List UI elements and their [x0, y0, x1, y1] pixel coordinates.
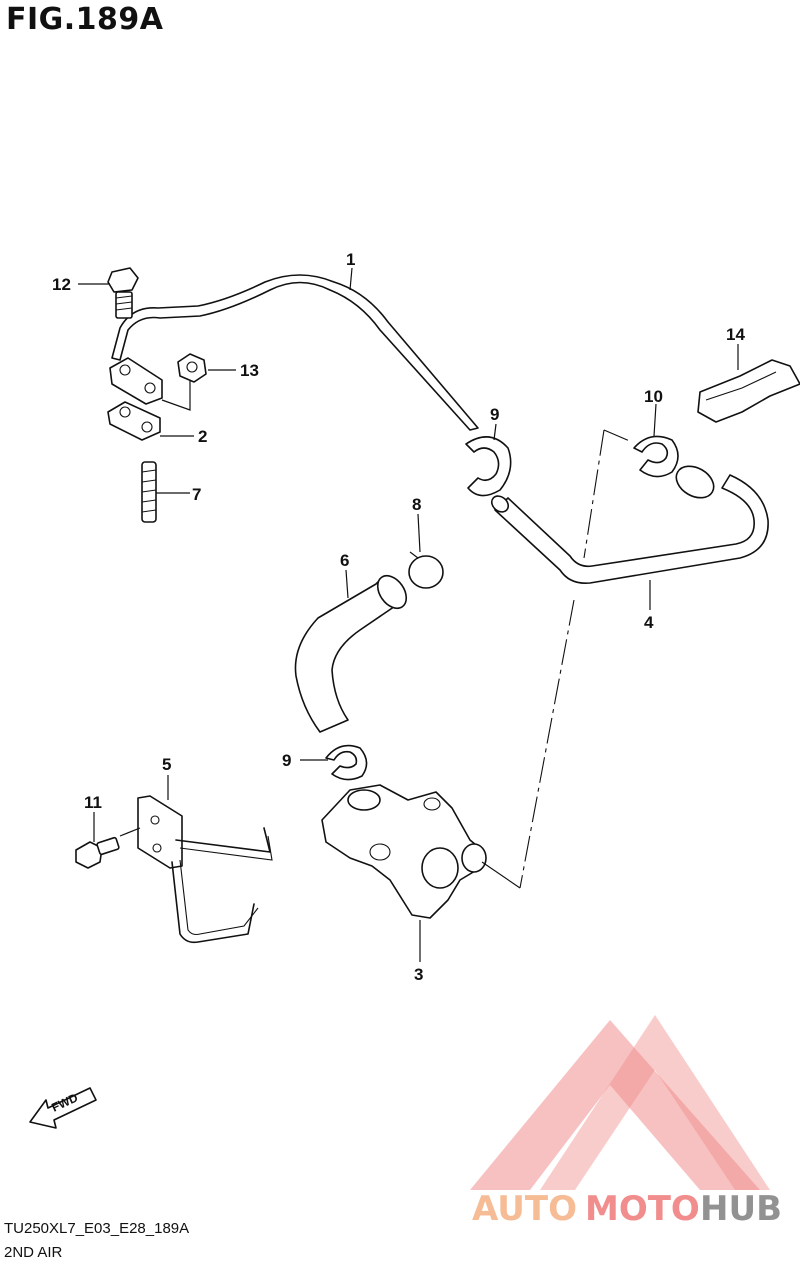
callout-13: 13 — [240, 361, 259, 380]
callout-14: 14 — [726, 325, 745, 344]
part-8-clamp — [408, 551, 444, 589]
callout-9-lower: 9 — [282, 751, 291, 770]
leader-lines — [78, 267, 739, 962]
figure-title: FIG.189A — [6, 2, 164, 37]
part-9-clamp-lower — [325, 744, 368, 781]
part-14-holder — [697, 359, 800, 423]
callout-11: 11 — [84, 793, 102, 812]
part-9-clamp-upper — [465, 436, 512, 497]
watermark-hub: HUB — [700, 1189, 782, 1229]
callout-8: 8 — [412, 495, 421, 514]
watermark-triangle-inner — [540, 1015, 770, 1190]
part-5-bracket — [137, 795, 273, 944]
callout-3: 3 — [414, 965, 423, 984]
part-7-stud — [141, 461, 157, 523]
watermark-auto: AUTO — [472, 1189, 577, 1229]
figure-code: TU250XL7_E03_E28_189A — [4, 1220, 190, 1237]
callout-12: 12 — [52, 275, 71, 294]
callout-5: 5 — [162, 755, 171, 774]
callout-4: 4 — [644, 613, 654, 632]
part-11-bolt — [75, 836, 120, 869]
part-4-hose — [490, 465, 769, 585]
callout-9-upper: 9 — [490, 405, 499, 424]
part-6-hose — [294, 574, 408, 733]
watermark-logo: AUTO MOTO HUB — [470, 1015, 782, 1229]
part-10-clamp — [633, 435, 679, 478]
callout-labels: 1 2 3 4 5 6 7 8 9 9 10 11 12 13 14 — [52, 250, 745, 984]
callout-6: 6 — [340, 551, 349, 570]
part-2-gasket — [107, 401, 161, 441]
part-1-flange — [109, 357, 163, 405]
figure-name: 2ND AIR — [4, 1244, 63, 1261]
callout-10: 10 — [644, 387, 663, 406]
part-1-pipe — [111, 274, 479, 431]
watermark-moto: MOTO — [585, 1189, 700, 1229]
callout-2: 2 — [198, 427, 207, 446]
callout-1: 1 — [346, 250, 355, 269]
part-12-bolt — [107, 267, 139, 319]
fwd-arrow: FWD — [29, 1087, 97, 1129]
watermark-triangle-outer — [470, 1020, 760, 1190]
callout-7: 7 — [192, 485, 201, 504]
part-3-valve — [321, 784, 487, 919]
part-13-nut — [177, 353, 207, 383]
